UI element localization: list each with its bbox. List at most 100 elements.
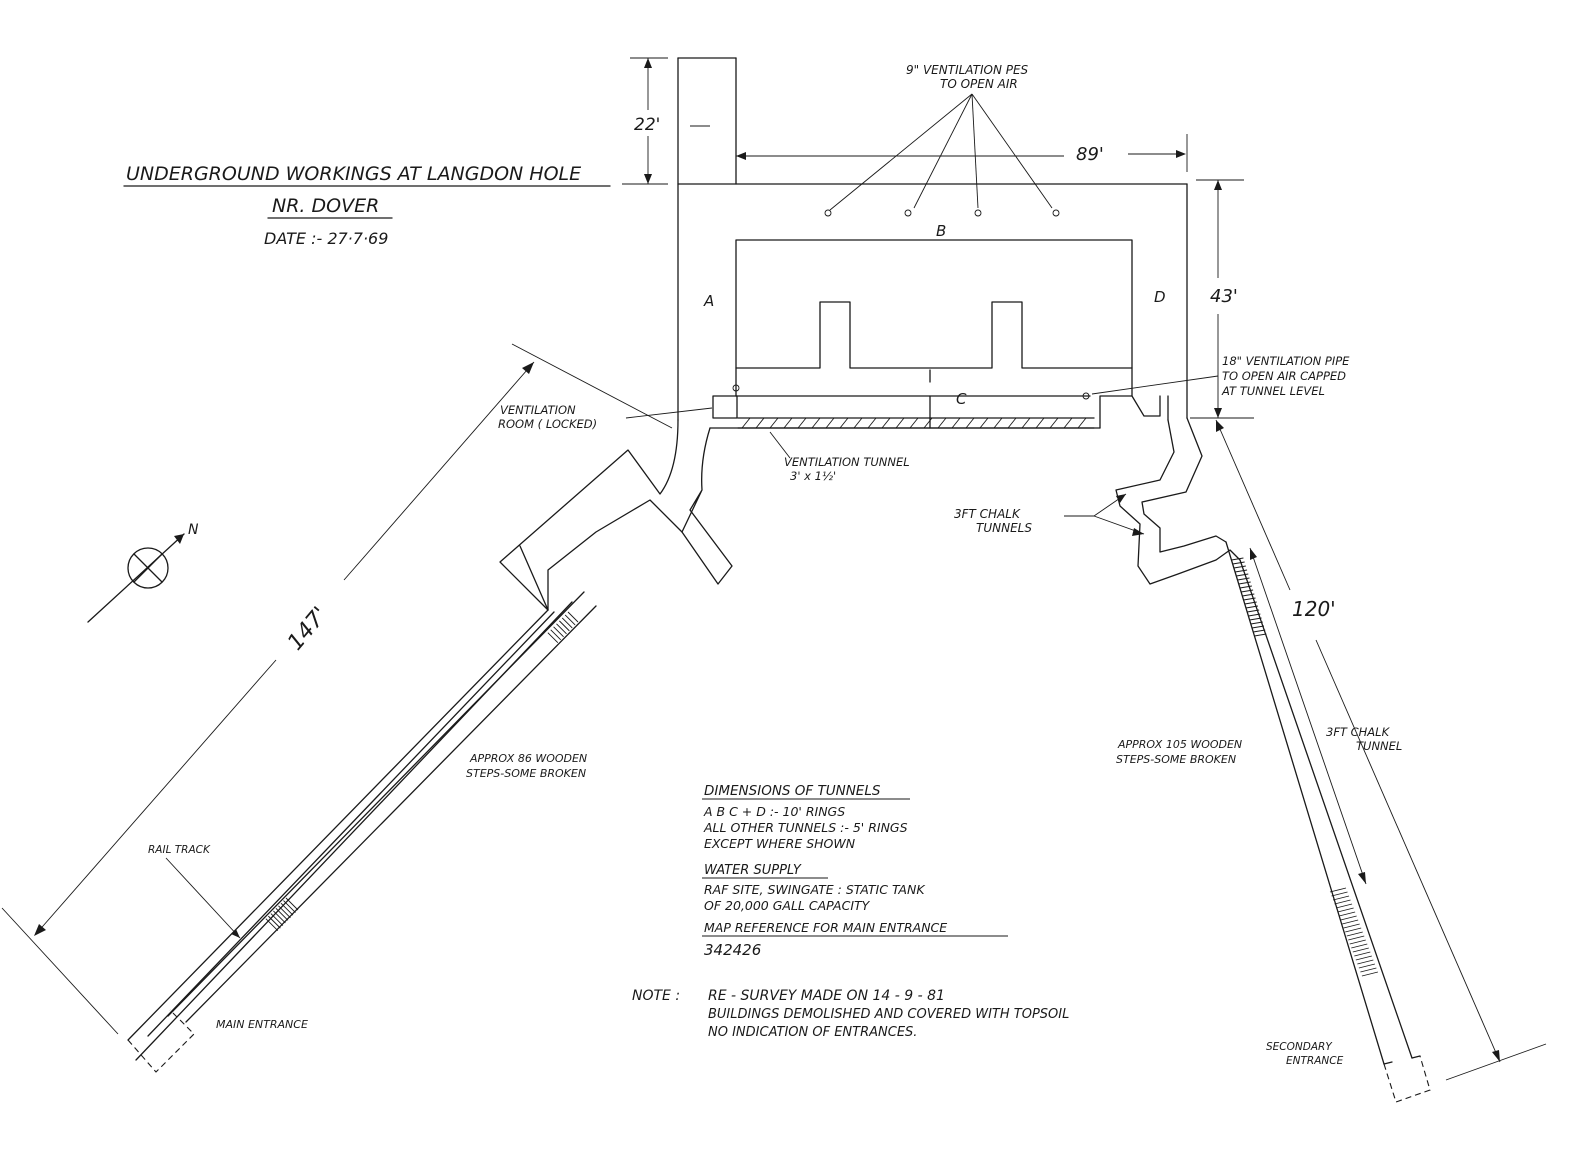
north-arrow-shaft [87, 533, 185, 623]
hatch-stroke [937, 417, 947, 429]
step-tread [1251, 625, 1265, 629]
chalk-tunnel-arrow [1249, 547, 1367, 885]
hatch-stroke [993, 417, 1003, 429]
vent-tunnel-label-1: VENTILATION TUNNEL [784, 455, 910, 469]
vent-room-label-1: VENTILATION [500, 403, 576, 417]
right-passage-annotations: APPROX 105 WOODEN STEPS-SOME BROKEN 3FT … [1116, 725, 1402, 1067]
steps-right-lower [1329, 887, 1379, 977]
plan-subtitle: NR. DOVER [272, 195, 379, 217]
arrow-up-icon [1214, 180, 1222, 190]
dimension-43: 43' [1190, 179, 1254, 419]
step-tread [1245, 605, 1259, 609]
arrow-icon [1116, 494, 1126, 503]
ventilation-tunnel-callout: VENTILATION TUNNEL 3' x 1½' [769, 431, 910, 483]
vent-pipe-icon [1082, 392, 1090, 400]
arrow-up-icon [522, 362, 534, 374]
north-arrow: N [87, 522, 199, 623]
secondary-entrance-label-2: ENTRANCE [1286, 1055, 1344, 1067]
ventilation-room [712, 395, 738, 419]
main-entrance-passage [127, 419, 733, 1073]
notes-block: DIMENSIONS OF TUNNELS A B C + D :- 10' R… [632, 783, 1069, 1040]
dimension-22-label: 22' [634, 115, 660, 135]
hatch-stroke [867, 417, 877, 429]
note-line-2: BUILDINGS DEMOLISHED AND COVERED WITH TO… [708, 1007, 1069, 1022]
step-tread [1357, 959, 1374, 965]
step-tread [1349, 939, 1366, 945]
arrow-icon [231, 929, 240, 938]
step-tread [1335, 903, 1353, 909]
left-passage-annotations: APPROX 86 WOODEN STEPS-SOME BROKEN RAIL … [148, 752, 587, 1031]
step-tread [567, 611, 579, 623]
hatch-stroke [965, 417, 975, 429]
step-tread [1247, 609, 1260, 613]
step-tread [1337, 907, 1354, 913]
step-tread [1241, 589, 1254, 593]
step-tread [1248, 613, 1261, 617]
hatch-stroke [1077, 417, 1087, 429]
hatch-stroke [825, 417, 835, 429]
tunnel-label-a: A [703, 292, 714, 310]
hatch-stroke [1007, 417, 1017, 429]
hatch-stroke [951, 417, 961, 429]
arrow-down-icon [1214, 408, 1222, 418]
step-tread [1234, 569, 1248, 573]
plan-title: UNDERGROUND WORKINGS AT LANGDON HOLE [126, 163, 581, 185]
dims-line-3: EXCEPT WHERE SHOWN [704, 836, 856, 851]
note-label: NOTE : [632, 988, 680, 1004]
hatch-stroke [853, 417, 863, 429]
hatch-stroke [1049, 417, 1059, 429]
vent-pipes-9-label-2: TO OPEN AIR [940, 77, 1018, 91]
dims-heading: DIMENSIONS OF TUNNELS [704, 783, 881, 799]
step-tread [275, 908, 289, 921]
hatch-stroke [909, 417, 919, 429]
hatch-stroke [797, 417, 807, 429]
vent-pipe-icon [824, 209, 832, 217]
step-tread [1342, 919, 1359, 925]
title-block: UNDERGROUND WORKINGS AT LANGDON HOLE NR.… [123, 163, 611, 248]
step-tread [1352, 947, 1369, 953]
step-tread [1329, 887, 1347, 893]
vent-tunnel-label-2: 3' x 1½' [790, 469, 836, 483]
hatch-stroke [811, 417, 821, 429]
dims-line-2: ALL OTHER TUNNELS :- 5' RINGS [703, 820, 908, 835]
vent-pipes-9-label-1: 9" VENTILATION PES [906, 63, 1029, 77]
step-tread [1233, 565, 1246, 569]
vent-room-label-2: ROOM ( LOCKED) [498, 417, 597, 431]
vent-pipe-18-label-2: TO OPEN AIR CAPPED [1222, 369, 1346, 383]
rail-track-label: RAIL TRACK [148, 844, 211, 856]
vent-pipe-18-label-1: 18" VENTILATION PIPE [1222, 354, 1350, 368]
dimension-120: 120' [1215, 419, 1547, 1081]
main-tunnels [677, 57, 1188, 429]
step-tread [1254, 633, 1267, 637]
dimension-22: 22' [622, 57, 710, 185]
main-entrance-label: MAIN ENTRANCE [216, 1018, 308, 1031]
step-tread [1346, 931, 1363, 937]
hatch-stroke [1021, 417, 1031, 429]
plan-date: DATE :- 27·7·69 [264, 229, 388, 248]
step-tread [1249, 617, 1262, 621]
water-heading: WATER SUPPLY [704, 863, 802, 878]
dimension-147: 147' [1, 343, 673, 1035]
step-tread [1250, 621, 1263, 625]
tunnel-label-d: D [1154, 288, 1166, 306]
chalk-tunnel-label-1: 3FT CHALK [1326, 725, 1391, 739]
ventilation-pipes-9in: 9" VENTILATION PES TO OPEN AIR [824, 63, 1060, 217]
vent-pipe-18-label-3: AT TUNNEL LEVEL [1221, 384, 1325, 398]
step-tread [1345, 927, 1362, 933]
arrow-down-icon [34, 924, 46, 936]
step-tread [1331, 891, 1348, 897]
step-tread [1334, 899, 1351, 905]
chalk-tunnels-label-1: 3FT CHALK [954, 507, 1021, 521]
step-tread [559, 620, 570, 632]
chalk-tunnels-label-2: TUNNELS [976, 521, 1032, 535]
arrow-right-icon [1176, 150, 1186, 158]
water-line-1: RAF SITE, SWINGATE : STATIC TANK [704, 882, 926, 897]
arrow-down-icon [1492, 1050, 1500, 1062]
step-tread [265, 918, 279, 932]
hatch-stroke [783, 417, 793, 429]
vent-pipe-icon [974, 209, 982, 217]
step-tread [550, 629, 562, 641]
steps105-label-1: APPROX 105 WOODEN [1117, 738, 1242, 751]
arrow-down-icon [644, 174, 652, 184]
